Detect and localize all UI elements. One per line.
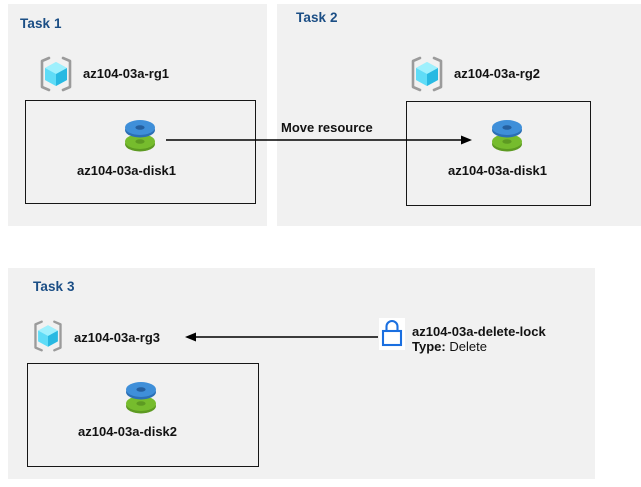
managed-disk-icon xyxy=(120,114,160,156)
task-1-resource-box xyxy=(25,100,256,204)
lock-type-row: Type: Delete xyxy=(412,339,546,355)
managed-disk-icon xyxy=(487,114,527,156)
lock-text-block: az104-03a-delete-lock Type: Delete xyxy=(412,324,546,355)
lock-icon xyxy=(379,318,405,350)
lock-applies-arrow xyxy=(185,332,378,342)
task-3-resource-box xyxy=(27,363,259,467)
disk-label: az104-03a-disk2 xyxy=(78,424,178,439)
task-1-title: Task 1 xyxy=(20,16,62,31)
disk-label: az104-03a-disk1 xyxy=(77,163,177,178)
lock-type-key: Type: xyxy=(412,339,446,354)
move-resource-label: Move resource xyxy=(281,120,373,135)
task-3-title: Task 3 xyxy=(33,279,75,294)
resource-group-icon xyxy=(408,55,446,93)
resource-group-label: az104-03a-rg1 xyxy=(83,66,169,81)
managed-disk-icon xyxy=(121,376,161,418)
lock-name: az104-03a-delete-lock xyxy=(412,324,546,339)
task-2-resource-box xyxy=(406,101,591,206)
lock-type-value: Delete xyxy=(449,339,487,354)
resource-group-label: az104-03a-rg2 xyxy=(454,66,540,81)
move-resource-arrow xyxy=(166,135,472,145)
resource-group-icon xyxy=(37,55,75,93)
resource-group-label: az104-03a-rg3 xyxy=(74,330,160,345)
resource-group-icon xyxy=(31,319,65,353)
disk-label: az104-03a-disk1 xyxy=(448,163,548,178)
task-2-title: Task 2 xyxy=(296,10,338,25)
